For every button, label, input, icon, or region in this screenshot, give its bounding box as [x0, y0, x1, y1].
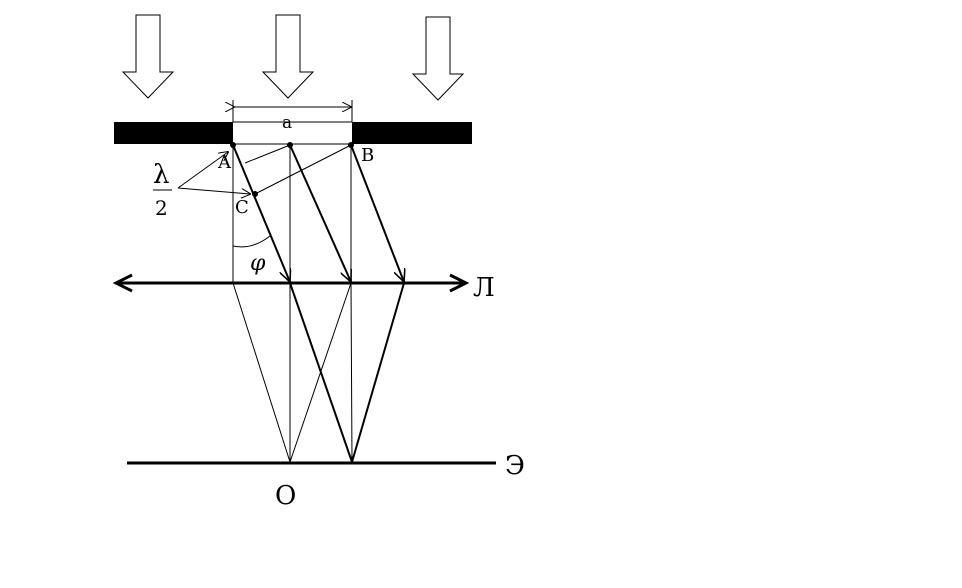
point-b-label: B	[361, 145, 374, 166]
point-c-label: C	[235, 197, 249, 218]
incident-arrow-right	[411, 16, 465, 101]
diffracted-ray-b	[350, 144, 404, 282]
diffracted-ray-mid	[289, 144, 351, 282]
slit-width-label: a	[282, 113, 292, 133]
barrier-left	[114, 122, 233, 144]
point-a-label: A	[217, 152, 232, 173]
focused-ray-4	[289, 282, 353, 463]
lambda-label: λ	[153, 160, 169, 190]
center-label: O	[275, 481, 296, 511]
angle-label: φ	[250, 251, 266, 276]
focused-ray-6	[351, 282, 405, 463]
lambda-pointer-c	[177, 187, 250, 194]
lens-arrow-right	[449, 273, 470, 293]
incident-arrow-left	[121, 14, 175, 99]
focused-ray-5	[350, 282, 353, 463]
barrier-right	[352, 122, 472, 144]
wavefront-ac-b	[254, 144, 352, 195]
focused-ray-1	[232, 282, 291, 463]
angle-arc	[232, 235, 271, 248]
lens-arrow-left	[112, 273, 133, 293]
fraction-denominator: 2	[155, 196, 168, 220]
incident-arrow-middle	[261, 14, 315, 99]
wavefront-segment-1	[244, 144, 291, 164]
diffracted-ray-a	[232, 144, 290, 282]
lambda-pointer-a	[177, 152, 228, 189]
lens-label: Л	[473, 273, 495, 303]
screen-label: Э	[505, 451, 525, 481]
